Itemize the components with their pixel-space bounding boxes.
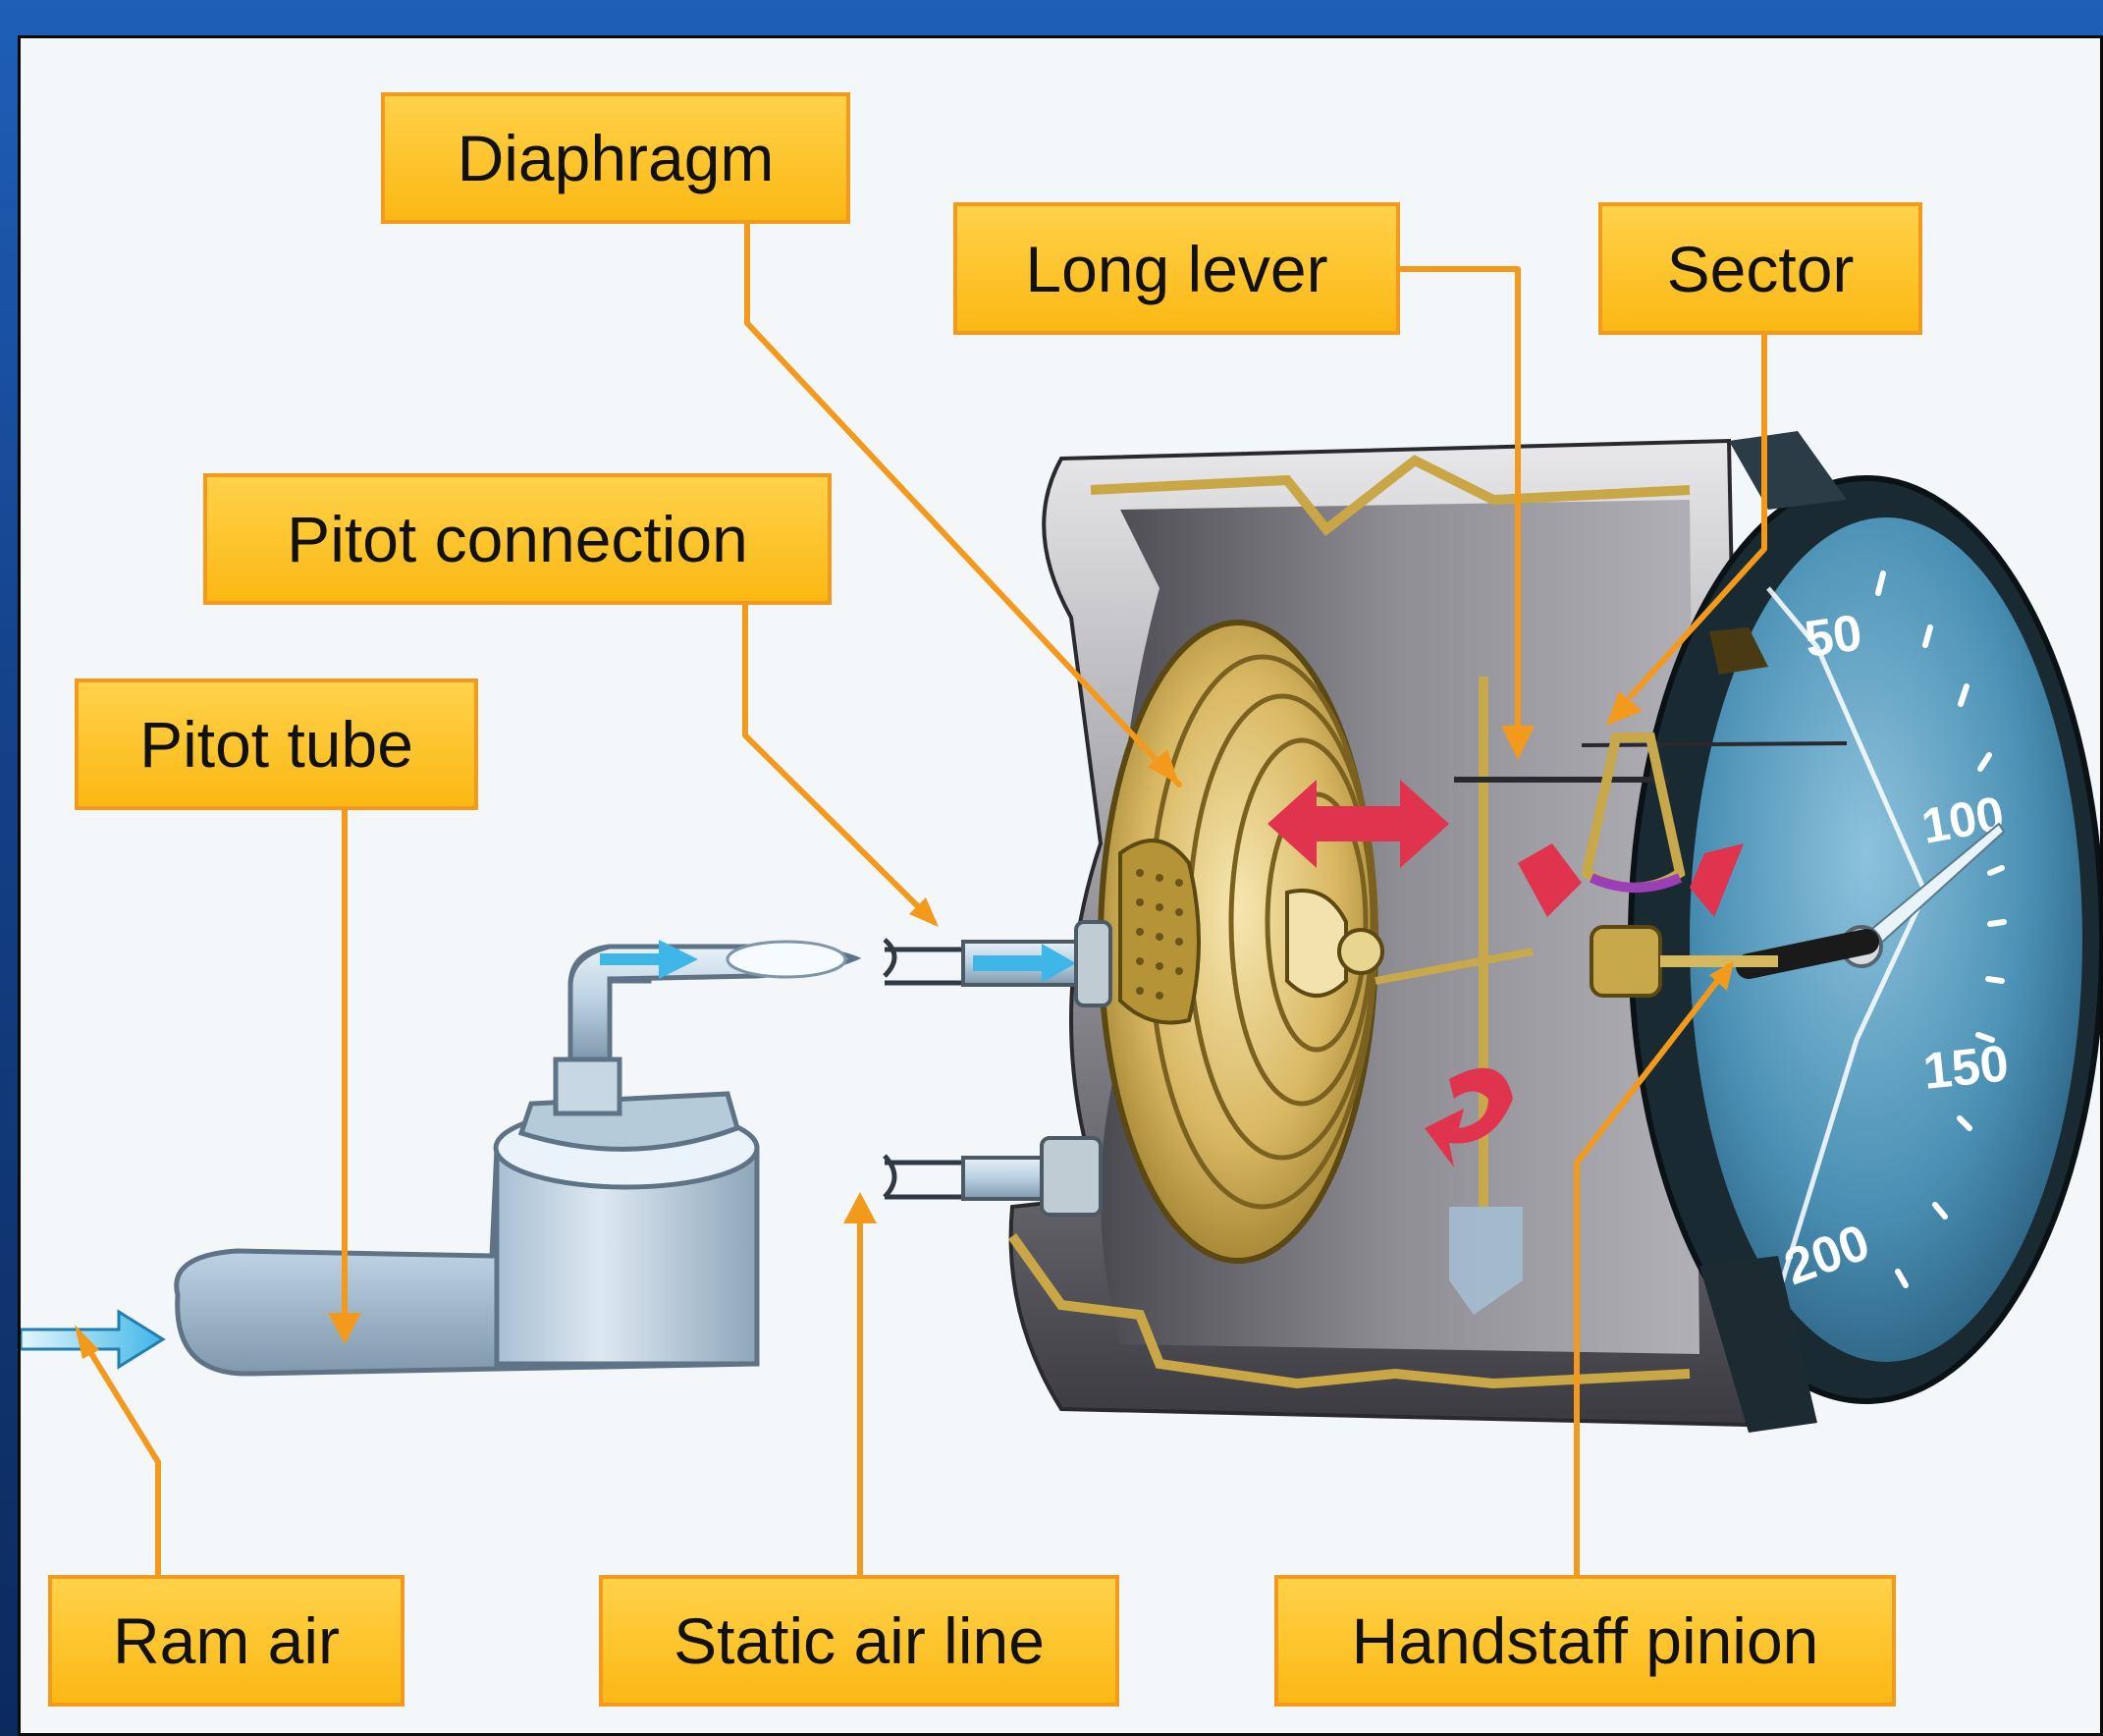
label-pitot-connection: Pitot connection xyxy=(203,473,832,605)
label-sector-text: Sector xyxy=(1667,232,1855,306)
label-static-air-line: Static air line xyxy=(599,1575,1119,1707)
label-long-lever-text: Long lever xyxy=(1025,232,1327,306)
dial-mark-50: 50 xyxy=(1802,604,1865,668)
label-ram-air: Ram air xyxy=(48,1575,404,1707)
label-pitot-tube-text: Pitot tube xyxy=(139,707,413,782)
leader-pitot-connection xyxy=(745,603,934,922)
label-diaphragm: Diaphragm xyxy=(381,92,850,224)
label-ram-air-text: Ram air xyxy=(113,1603,340,1678)
leader-ram-air xyxy=(80,1334,158,1575)
label-diaphragm-text: Diaphragm xyxy=(458,121,775,195)
label-static-air-line-text: Static air line xyxy=(674,1603,1045,1678)
dial-mark-150: 150 xyxy=(1920,1035,2011,1101)
label-pitot-connection-text: Pitot connection xyxy=(287,502,748,576)
label-handstaff-pinion-text: Handstaff pinion xyxy=(1352,1603,1819,1678)
label-sector: Sector xyxy=(1598,202,1922,335)
pinion-gear xyxy=(1591,927,1660,996)
diagram-frame: 50 100 150 200 xyxy=(18,35,2103,1736)
label-handstaff-pinion: Handstaff pinion xyxy=(1274,1575,1896,1707)
pitot-tube-assembly xyxy=(177,940,855,1374)
label-long-lever: Long lever xyxy=(953,202,1400,335)
label-pitot-tube: Pitot tube xyxy=(75,678,478,810)
